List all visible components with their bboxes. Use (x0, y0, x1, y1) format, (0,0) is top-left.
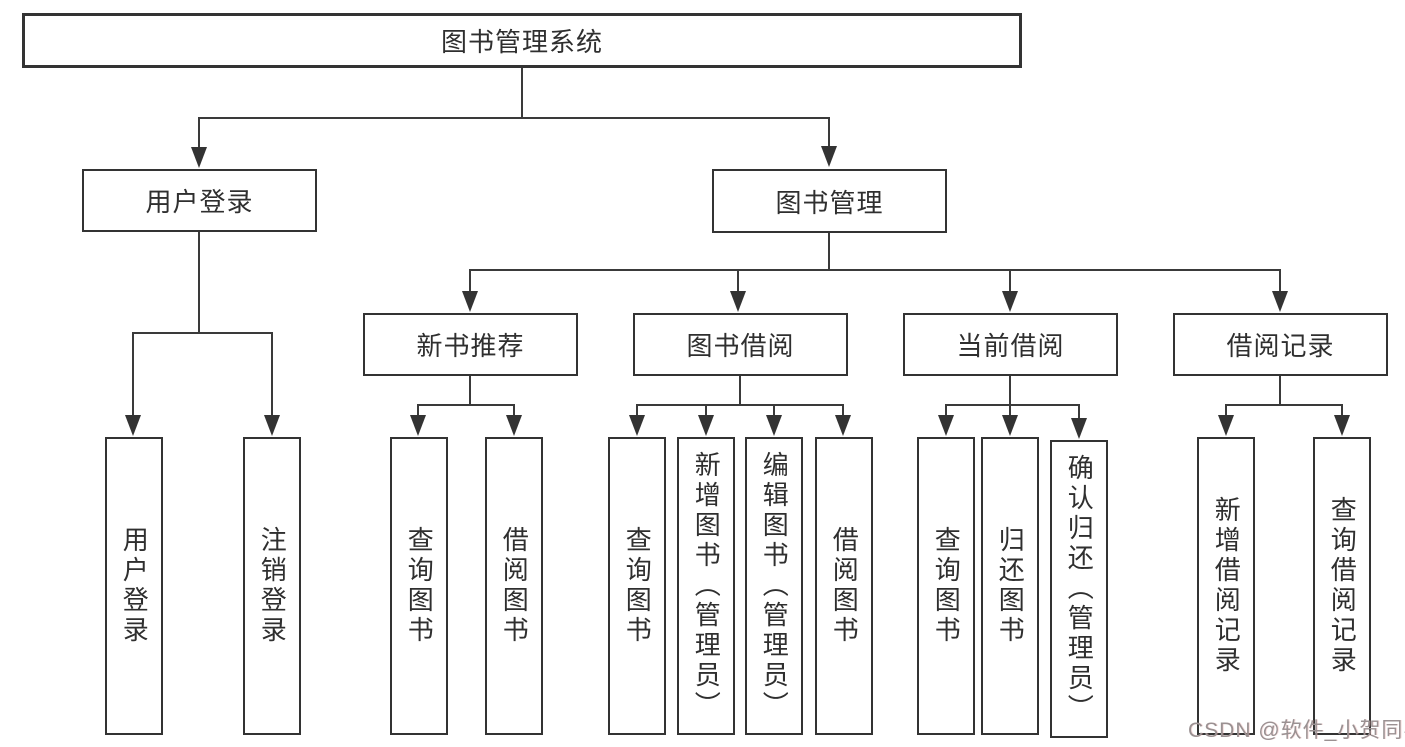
node-book-borrowing: 图书借阅 (633, 313, 848, 376)
leaf-query-books-1-label: 查询图书 (404, 526, 435, 646)
node-book-management-label: 图书管理 (775, 187, 884, 218)
arrowhead (125, 415, 141, 436)
node-current-borrowing-label: 当前借阅 (956, 331, 1065, 361)
leaf-query-books-2-label: 查询图书 (622, 526, 653, 646)
arrowhead (1272, 291, 1288, 312)
leaf-query-books-3-label: 查询图书 (931, 526, 962, 646)
leaf-add-books-admin-label: 新增图书（管理员） (691, 451, 722, 721)
arrowhead (264, 415, 280, 436)
leaf-edit-books-admin: 编辑图书（管理员） (745, 437, 803, 735)
node-book-borrowing-label: 图书借阅 (686, 331, 795, 361)
csdn-watermark: CSDN @软件_小贺同学 (1188, 719, 1405, 742)
leaf-query-borrow-record: 查询借阅记录 (1313, 437, 1371, 735)
arrowhead (835, 415, 851, 436)
leaf-edit-books-admin-label: 编辑图书（管理员） (759, 451, 790, 721)
leaf-query-books-3: 查询图书 (917, 437, 975, 735)
arrowhead (1071, 418, 1087, 439)
arrowhead (766, 415, 782, 436)
leaf-borrow-books-2: 借阅图书 (815, 437, 873, 735)
arrowhead (191, 147, 207, 168)
leaf-add-borrow-record-label: 新增借阅记录 (1211, 496, 1242, 676)
leaf-borrow-books-2-label: 借阅图书 (829, 526, 860, 646)
node-current-borrowing: 当前借阅 (903, 313, 1118, 376)
leaf-borrow-books-1-label: 借阅图书 (499, 526, 530, 646)
node-user-login: 用户登录 (82, 169, 317, 232)
node-book-management: 图书管理 (712, 169, 947, 233)
arrowhead (730, 291, 746, 312)
node-root: 图书管理系统 (22, 13, 1022, 68)
arrowheads (125, 146, 1350, 439)
leaf-return-books-label: 归还图书 (995, 526, 1026, 646)
leaf-logout: 注销登录 (243, 437, 301, 735)
leaf-query-books-2: 查询图书 (608, 437, 666, 735)
leaf-confirm-return-admin-label: 确认归还（管理员） (1064, 454, 1095, 724)
node-borrowing-records-label: 借阅记录 (1226, 331, 1335, 361)
leaf-user-login-label: 用户登录 (119, 526, 150, 646)
arrowhead (629, 415, 645, 436)
leaf-return-books: 归还图书 (981, 437, 1039, 735)
leaf-add-books-admin: 新增图书（管理员） (677, 437, 735, 735)
arrowhead (1002, 291, 1018, 312)
arrowhead (1334, 415, 1350, 436)
leaf-query-borrow-record-label: 查询借阅记录 (1327, 496, 1358, 676)
node-root-label: 图书管理系统 (440, 27, 603, 57)
node-borrowing-records: 借阅记录 (1173, 313, 1388, 376)
leaf-borrow-books-1: 借阅图书 (485, 437, 543, 735)
leaf-user-login: 用户登录 (105, 437, 163, 735)
arrowhead (1002, 415, 1018, 436)
node-new-book-recommend-label: 新书推荐 (416, 331, 525, 361)
arrowhead (1218, 415, 1234, 436)
leaf-add-borrow-record: 新增借阅记录 (1197, 437, 1255, 735)
arrowhead (938, 415, 954, 436)
leaf-query-books-1: 查询图书 (390, 437, 448, 735)
arrowhead (698, 415, 714, 436)
node-new-book-recommend: 新书推荐 (363, 313, 578, 376)
arrowhead (462, 291, 478, 312)
node-user-login-label: 用户登录 (145, 187, 254, 217)
arrowhead (410, 415, 426, 436)
leaf-logout-label: 注销登录 (257, 526, 288, 646)
arrowhead (821, 146, 837, 167)
leaf-confirm-return-admin: 确认归还（管理员） (1050, 440, 1108, 738)
arrowhead (506, 415, 522, 436)
